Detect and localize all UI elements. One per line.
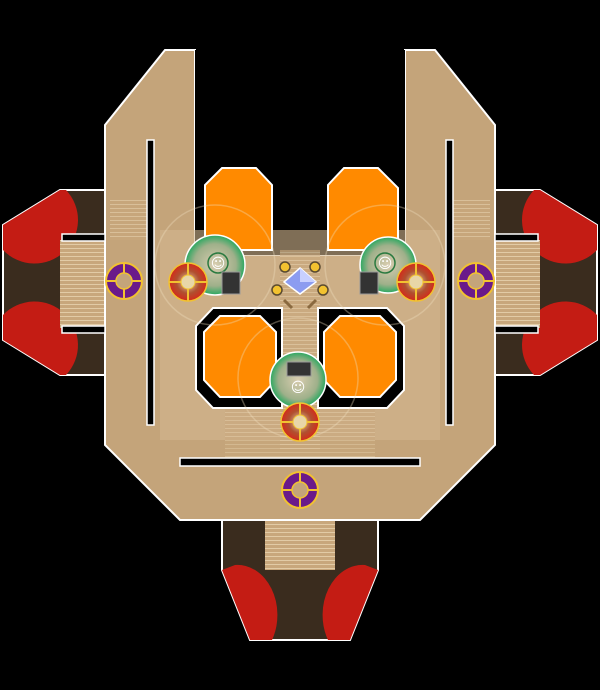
engine-bottom-left [222,564,278,640]
engine-bottom-left [3,301,78,375]
engine-bottom-right [522,301,597,375]
crew-icon: ☺ [378,256,393,272]
crew-icon: ☺ [211,256,226,272]
crystal-icon[interactable] [282,267,318,295]
door-left[interactable] [105,262,143,300]
right-pod [490,189,598,376]
door-right[interactable] [457,262,495,300]
left-pod [2,189,110,376]
door-bottom[interactable] [281,471,319,509]
target-left[interactable] [168,262,208,302]
engine-top-right [522,190,597,264]
engine-top-left [3,190,78,264]
rooms [195,167,405,409]
walls [61,139,539,467]
bottom-pod [221,514,379,641]
room-top-left [204,167,273,251]
room-bottom-left [203,315,277,398]
room-bottom-right [323,315,397,398]
station-bottom[interactable]: ☺ [269,351,327,409]
crew-icon: ☺ [291,380,306,396]
target-right[interactable] [396,262,436,302]
target-bottom[interactable] [280,402,320,442]
turret-icons [271,261,329,310]
engine-bottom-right [322,564,378,640]
